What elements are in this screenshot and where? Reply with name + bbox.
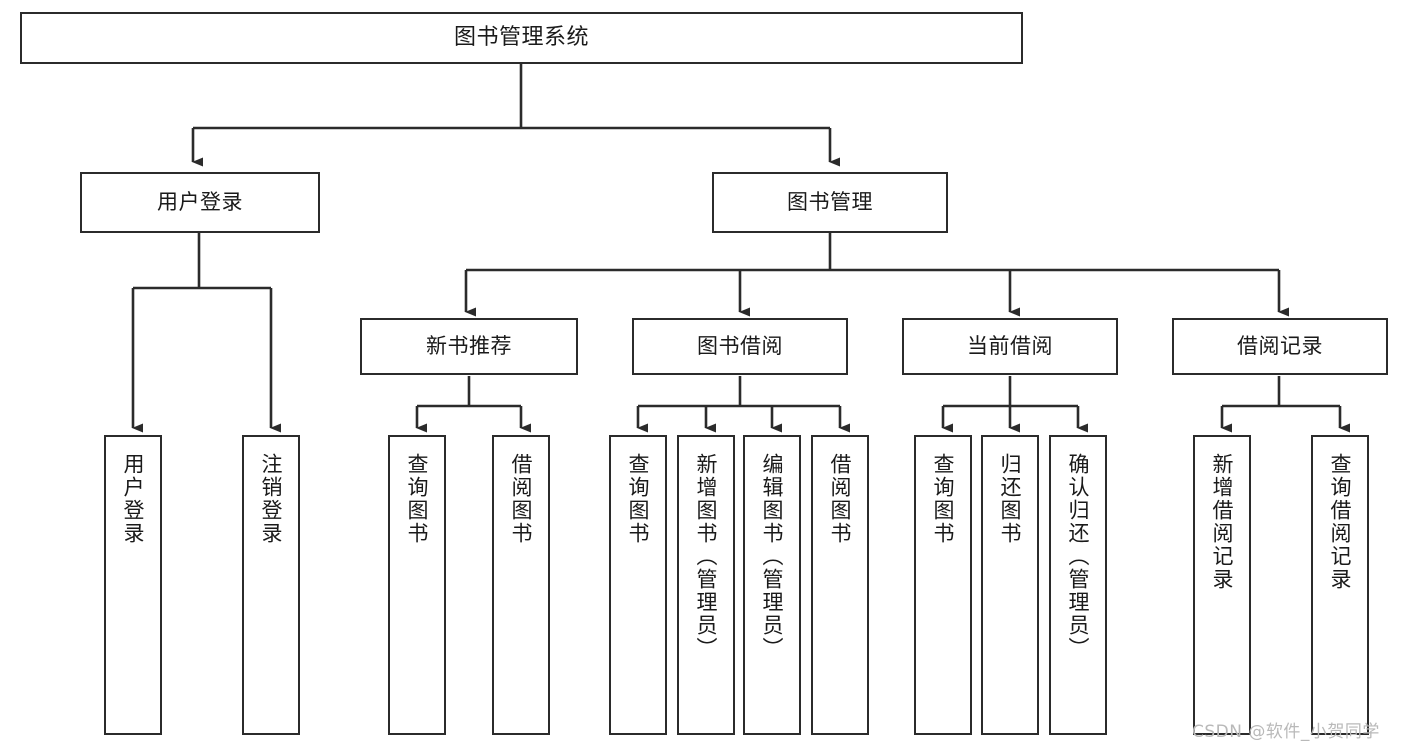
leaf-current-confirm-return[interactable]: 确认归还（管理员） xyxy=(1049,435,1107,735)
node-label: 图书管理 xyxy=(787,190,873,215)
node-label: 查询借阅记录 xyxy=(1328,453,1353,591)
leaf-borrow-query-book[interactable]: 查询图书 xyxy=(609,435,667,735)
leaf-new-book-query[interactable]: 查询图书 xyxy=(388,435,446,735)
node-root-system[interactable]: 图书管理系统 xyxy=(20,12,1023,64)
node-label: 编辑图书（管理员） xyxy=(760,453,785,660)
node-label: 用户登录 xyxy=(121,453,146,545)
node-label: 确认归还（管理员） xyxy=(1066,453,1091,660)
leaf-user-login[interactable]: 用户登录 xyxy=(104,435,162,735)
leaf-borrow-add-book[interactable]: 新增图书（管理员） xyxy=(677,435,735,735)
leaf-record-query[interactable]: 查询借阅记录 xyxy=(1311,435,1369,735)
node-user-login[interactable]: 用户登录 xyxy=(80,172,320,233)
node-label: 新书推荐 xyxy=(426,334,512,359)
node-label: 归还图书 xyxy=(998,453,1023,545)
leaf-record-add[interactable]: 新增借阅记录 xyxy=(1193,435,1251,735)
leaf-borrow-borrow-book[interactable]: 借阅图书 xyxy=(811,435,869,735)
node-label: 新增图书（管理员） xyxy=(694,453,719,660)
node-label: 借阅图书 xyxy=(828,453,853,545)
node-label: 借阅记录 xyxy=(1237,334,1323,359)
node-label: 查询图书 xyxy=(931,453,956,545)
node-label: 查询图书 xyxy=(405,453,430,545)
leaf-borrow-edit-book[interactable]: 编辑图书（管理员） xyxy=(743,435,801,735)
node-label: 注销登录 xyxy=(259,453,284,545)
node-current-borrow[interactable]: 当前借阅 xyxy=(902,318,1118,375)
leaf-user-logout[interactable]: 注销登录 xyxy=(242,435,300,735)
leaf-current-query-book[interactable]: 查询图书 xyxy=(914,435,972,735)
csdn-watermark: CSDN @软件_小贺同学 xyxy=(1192,722,1380,742)
node-book-borrow[interactable]: 图书借阅 xyxy=(632,318,848,375)
leaf-new-book-borrow[interactable]: 借阅图书 xyxy=(492,435,550,735)
node-label: 用户登录 xyxy=(157,190,243,215)
node-book-management[interactable]: 图书管理 xyxy=(712,172,948,233)
node-borrow-record[interactable]: 借阅记录 xyxy=(1172,318,1388,375)
node-label: 查询图书 xyxy=(626,453,651,545)
node-new-book-recommend[interactable]: 新书推荐 xyxy=(360,318,578,375)
node-label: 当前借阅 xyxy=(967,334,1053,359)
node-label: 图书借阅 xyxy=(697,334,783,359)
leaf-current-return-book[interactable]: 归还图书 xyxy=(981,435,1039,735)
node-label: 图书管理系统 xyxy=(453,25,589,51)
node-label: 借阅图书 xyxy=(509,453,534,545)
node-label: 新增借阅记录 xyxy=(1210,453,1235,591)
